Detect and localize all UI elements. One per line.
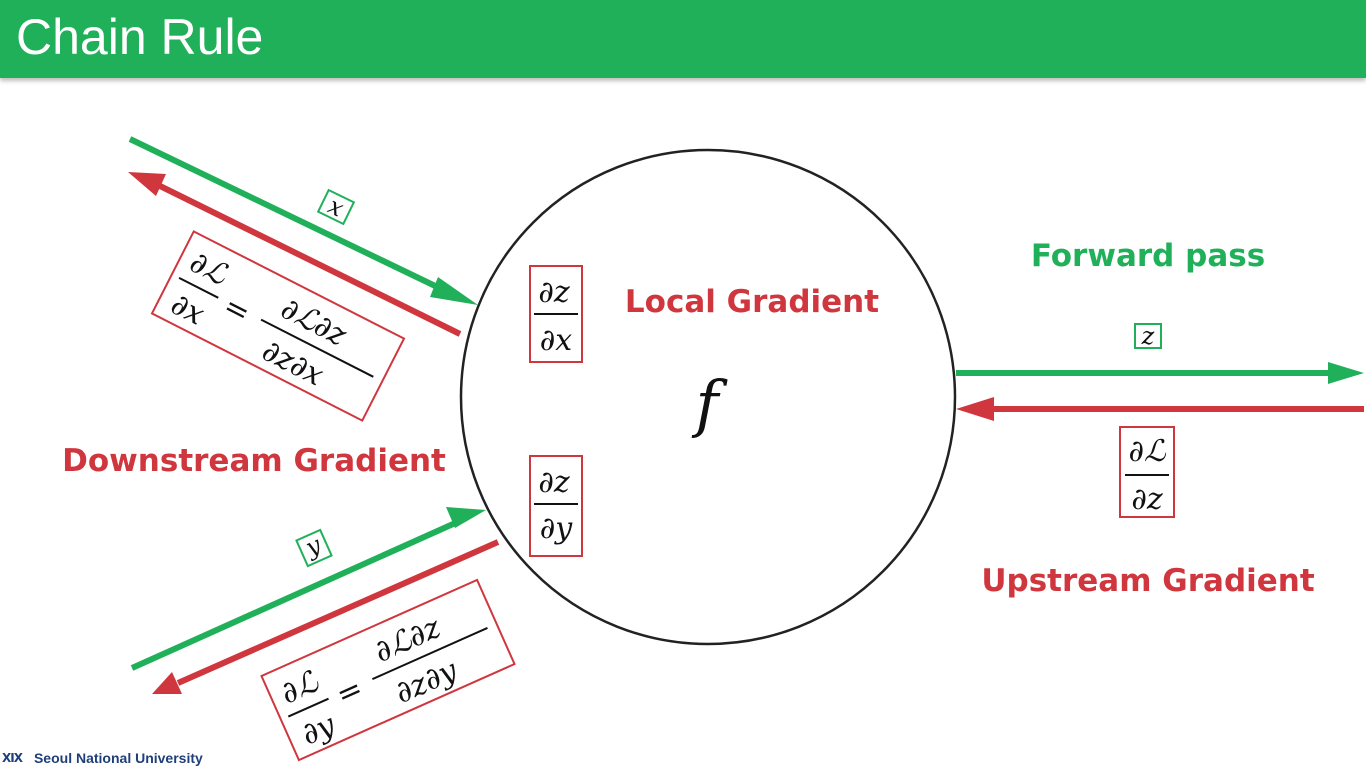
function-symbol: f (692, 367, 729, 440)
svg-text:∂ℒ: ∂ℒ (1128, 434, 1167, 469)
svg-text:∂z: ∂z (538, 465, 570, 500)
svg-text:∂z: ∂z (1131, 482, 1163, 517)
forward-arrow-z (956, 362, 1364, 384)
slide-header: Chain Rule (0, 0, 1366, 78)
downstream-gradient-dL-dx: ∂ℒ ∂x = ∂ℒ∂z ∂z∂x (150, 230, 406, 422)
function-node-circle (459, 148, 957, 646)
downstream-gradient-dL-dy: ∂ℒ ∂y = ∂ℒ∂z ∂z∂y (260, 578, 516, 762)
svg-text:∂z∂x: ∂z∂x (256, 333, 329, 393)
local-gradient-label: Local Gradient (625, 284, 879, 320)
variable-y-box: y (295, 528, 333, 568)
svg-text:∂x: ∂x (540, 323, 573, 358)
variable-z-box: z (1134, 322, 1162, 350)
upstream-gradient-dL-dz: ∂ℒ ∂z (1119, 426, 1175, 518)
upstream-gradient-label: Upstream Gradient (981, 563, 1315, 599)
local-gradient-dz-dx: ∂z ∂x (529, 265, 583, 363)
downstream-gradient-label: Downstream Gradient (62, 443, 446, 479)
variable-x-box: x (316, 188, 356, 226)
university-name: Seoul National University (33, 750, 203, 766)
svg-text:∂y: ∂y (540, 511, 574, 546)
backward-arrow-z (956, 397, 1364, 421)
svg-text:∂ℒ∂z: ∂ℒ∂z (369, 610, 446, 670)
slide-title: Chain Rule (16, 9, 264, 65)
svg-text:z: z (1141, 322, 1155, 350)
forward-arrow-x (128, 136, 478, 305)
university-logo-icon: ⅩⅠⅩ (2, 751, 23, 765)
backward-arrow-y (152, 539, 500, 694)
footer-logo: ⅩⅠⅩ Seoul National University (0, 748, 203, 768)
svg-text:∂z∂y: ∂z∂y (390, 653, 463, 711)
svg-text:∂ℒ∂z: ∂ℒ∂z (275, 291, 352, 353)
forward-arrow-y (130, 507, 486, 671)
forward-pass-label: Forward pass (1031, 238, 1265, 274)
local-gradient-dz-dy: ∂z ∂y (529, 455, 583, 557)
backward-arrow-x (128, 172, 462, 337)
svg-text:∂z: ∂z (538, 275, 570, 310)
